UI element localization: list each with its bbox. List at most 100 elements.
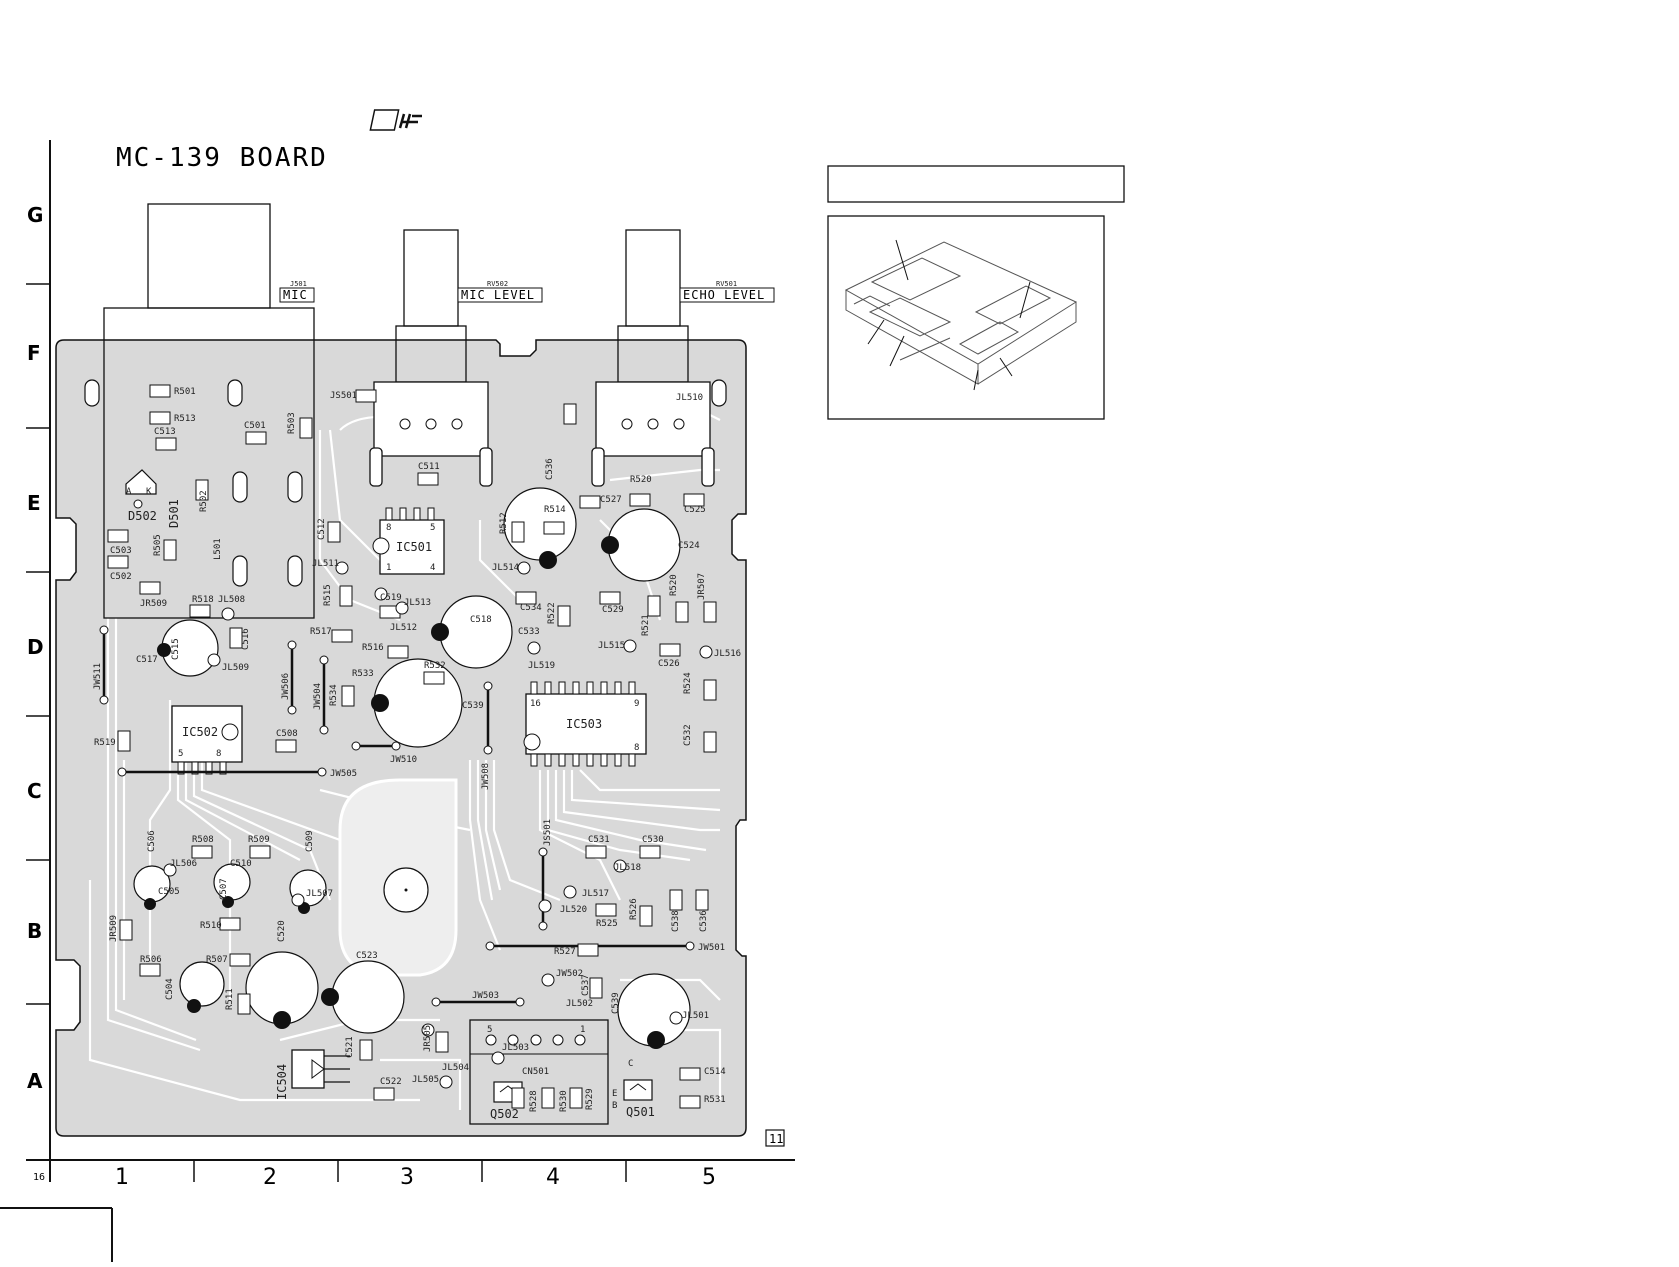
- ref-r509: R509: [248, 835, 270, 845]
- rv501-pins: [621, 418, 685, 430]
- row-ticks: [26, 283, 50, 1005]
- ic501-pin1: 1: [386, 563, 391, 573]
- ref-r528: R528: [529, 1090, 539, 1112]
- ref-c507: C507: [219, 878, 229, 900]
- ref-r521: R520: [630, 475, 652, 485]
- ref-jl511: JL511: [312, 559, 339, 569]
- ref-r527: R527: [554, 947, 576, 957]
- column-number-5: 5: [702, 1165, 716, 1190]
- ref-c539b: C539: [611, 992, 621, 1014]
- ref-jl501: JL501: [682, 1011, 709, 1021]
- q501-label: Q501: [626, 1105, 655, 1119]
- ref-r520: R520: [669, 574, 679, 596]
- ref-r501: R501: [174, 387, 196, 397]
- ic503-pin16: 16: [530, 699, 541, 709]
- ref-c524: C524: [678, 541, 700, 551]
- mic-jack-j501: [103, 203, 315, 619]
- ref-c502: C502: [110, 572, 132, 582]
- capacitor-polarity-marks: [144, 536, 665, 1049]
- ref-jw502: JW502: [556, 969, 583, 979]
- ref-c510: C510: [230, 859, 252, 869]
- ref-c539: C539: [462, 701, 484, 711]
- ic501: 8 5 1 4 IC501: [372, 507, 445, 575]
- echo-level-label: ECHO LEVEL: [683, 288, 765, 302]
- ref-c536: C536: [545, 458, 555, 480]
- ref-r526: R526: [629, 898, 639, 920]
- rv502-ref: RV502: [487, 280, 508, 288]
- ref-jr507: JS501: [330, 391, 357, 401]
- ref-r523: R522: [547, 602, 557, 624]
- column-ticks: [193, 1160, 627, 1182]
- ref-c504: C504: [165, 978, 175, 1000]
- ref-c501: C501: [244, 421, 266, 431]
- ref-r516: R516: [362, 643, 384, 653]
- ref-c519: C519: [380, 593, 402, 603]
- ref-r502: R502: [199, 490, 209, 512]
- ref-r510: R510: [200, 921, 222, 931]
- ic501-pin4: 4: [430, 563, 435, 573]
- ic502-pin5: 5: [178, 749, 183, 759]
- ic503: IC503 16 9 8: [523, 681, 647, 767]
- ic503-pin9: 9: [634, 699, 639, 709]
- pin-label-a: A: [126, 487, 132, 497]
- mounting-slots: [84, 379, 727, 587]
- ref-r522: R521: [641, 614, 651, 636]
- ref-r518: R518: [192, 595, 214, 605]
- caption-box: [827, 165, 1125, 203]
- cn501-pin5: 5: [487, 1025, 492, 1035]
- ref-jl507: JL507: [306, 889, 333, 899]
- ic501-pin5: 5: [430, 523, 435, 533]
- ref-c525: C525: [684, 505, 706, 515]
- row-letter-e: E: [27, 491, 41, 515]
- ic502-pin8: 8: [216, 749, 221, 759]
- ref-c523: C523: [356, 951, 378, 961]
- ref-r517: R517: [310, 627, 332, 637]
- ref-jl517: JL517: [582, 889, 609, 899]
- ref-c537: C537: [581, 974, 591, 996]
- ref-c517: C517: [136, 655, 158, 665]
- pin-label-k: K: [146, 487, 152, 497]
- ic504: IC504: [275, 1049, 350, 1100]
- test-points: [163, 561, 713, 1089]
- ref-r513: R513: [174, 414, 196, 424]
- row-letter-f: F: [27, 341, 41, 365]
- ref-r515: R515: [323, 584, 333, 606]
- ref-r530: R530: [559, 1090, 569, 1112]
- ref-r525: R525: [596, 919, 618, 929]
- ref-jw508: JW508: [481, 763, 491, 790]
- jumper-wires: [102, 630, 690, 1004]
- ref-c509: C509: [305, 830, 315, 852]
- ref-r508: R508: [192, 835, 214, 845]
- ref-jl514: JL514: [492, 563, 519, 573]
- ref-r524: R524: [683, 672, 693, 694]
- mic-level-pot-rv502: [369, 229, 493, 487]
- ref-jl518: JL518: [614, 863, 641, 873]
- ref-c516: C516: [241, 628, 251, 650]
- cn501-connector: 5 1 CN501: [469, 1019, 609, 1125]
- column-number-3: 3: [400, 1165, 414, 1190]
- corner-mark: 11: [769, 1132, 783, 1146]
- ref-r534: R534: [329, 684, 339, 706]
- ic503-pin8: 8: [634, 743, 639, 753]
- ref-r512: R512: [499, 512, 509, 534]
- ref-c531: C531: [588, 835, 610, 845]
- lead-free-logo-icon: [369, 109, 422, 131]
- ref-c514: C514: [704, 1067, 726, 1077]
- ref-jw503: JW503: [472, 991, 499, 1001]
- ref-jl502: JL502: [566, 999, 593, 1009]
- ref-jl513: JL513: [404, 598, 431, 608]
- ref-c520: C520: [277, 920, 287, 942]
- location-inset: [827, 215, 1105, 420]
- ref-c503: C503: [110, 546, 132, 556]
- ref-jl504: JL504: [442, 1063, 469, 1073]
- pin-label-c: C: [628, 1059, 633, 1069]
- ref-jl519: JL519: [528, 661, 555, 671]
- ref-c518: C518: [470, 615, 492, 625]
- ref-c506: C506: [147, 830, 157, 852]
- ref-c508: C508: [276, 729, 298, 739]
- corner-mark-box: [765, 1129, 785, 1147]
- q502-label: Q502: [490, 1107, 519, 1121]
- ref-c526: C526: [658, 659, 680, 669]
